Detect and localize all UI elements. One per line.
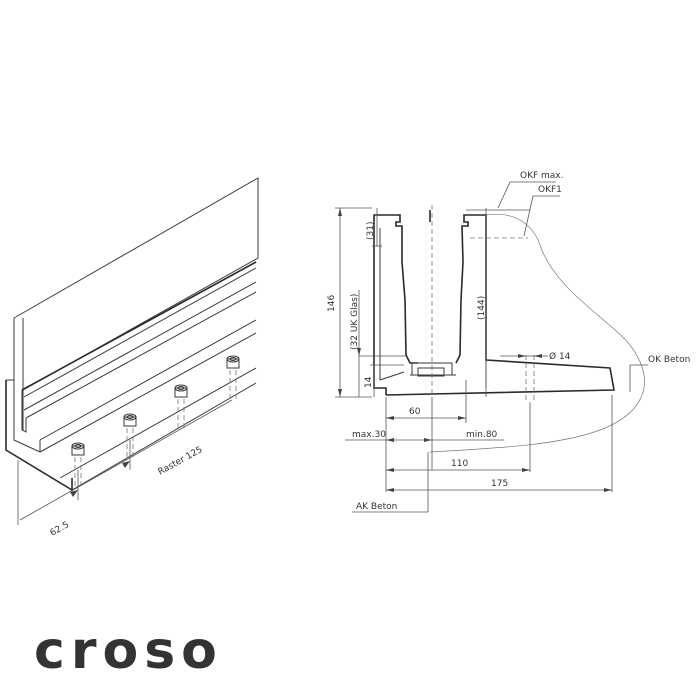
raster-label: Raster 125	[157, 445, 205, 478]
ok-beton-label-group: OK Beton	[629, 355, 690, 392]
raster-dimension: Raster 125 62.5	[17, 399, 233, 539]
dim-min80: min.80	[466, 430, 498, 440]
dim-31: (31)	[366, 222, 376, 240]
isometric-profile-view: Raster 125 62.5	[5, 177, 259, 539]
cross-section-view: OKF max. OKF1 OK Beton 146 (31) (32 UK G…	[327, 171, 690, 513]
dim-60: 60	[409, 407, 421, 417]
anchor-bolt	[226, 355, 240, 402]
anchor-bolt	[71, 442, 85, 489]
dim-110: 110	[451, 459, 468, 469]
profile-body	[5, 261, 257, 492]
ak-beton-label: AK Beton	[356, 502, 397, 512]
ok-beton-label: OK Beton	[648, 355, 690, 365]
dim-144: (144)	[477, 296, 487, 320]
okf-labels: OKF max. OKF1	[466, 171, 564, 237]
anchor-bolt	[174, 384, 188, 431]
concrete-curve	[429, 213, 645, 453]
horizontal-dimensions: 60 max.30 min.80 110 175 AK Beton	[345, 380, 613, 513]
croso-logo: croso	[34, 621, 223, 681]
hole-dimension: Ø 14	[500, 351, 571, 362]
dim-glass: (32 UK Glas)	[350, 294, 360, 350]
anchor-bolt	[123, 413, 137, 460]
dim-max30: max.30	[352, 430, 386, 440]
dim-175: 175	[491, 479, 508, 489]
profile-section	[373, 205, 615, 402]
okf-max-label: OKF max.	[520, 171, 564, 181]
dim-146: 146	[327, 295, 337, 312]
logo-text: croso	[34, 621, 223, 681]
dim-hole: Ø 14	[549, 351, 571, 362]
glass-panel	[13, 177, 259, 391]
vertical-dimensions: 146 (31) (32 UK Glas) 14 (144)	[327, 207, 487, 398]
dim-14: 14	[364, 376, 374, 388]
edge-distance-label: 62.5	[49, 520, 71, 538]
okf1-label: OKF1	[538, 185, 562, 195]
